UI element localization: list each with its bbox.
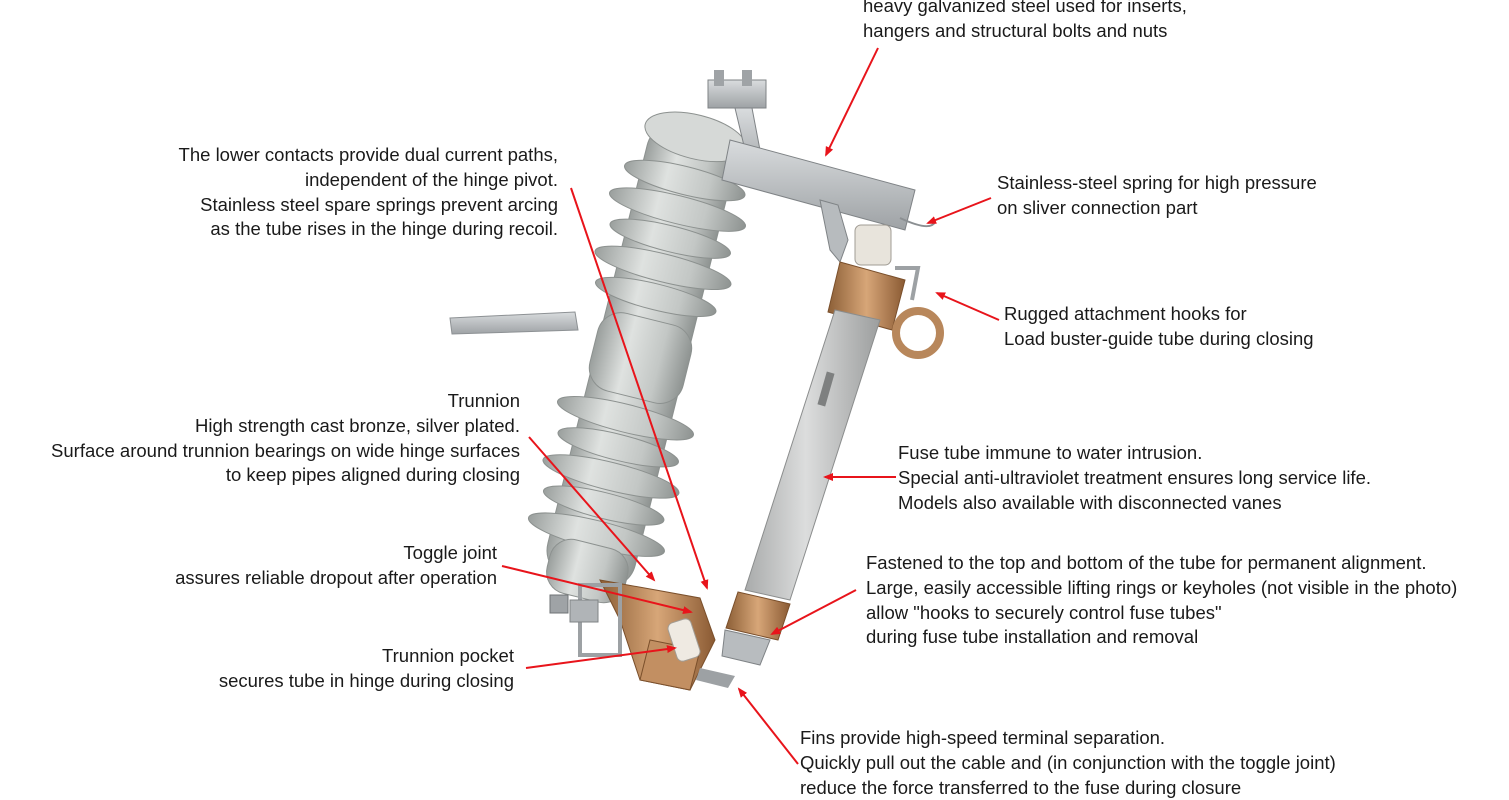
annotation-line: assures reliable dropout after operation bbox=[175, 566, 497, 588]
annotation-spring: Stainless-steel spring for high pressure… bbox=[997, 171, 1317, 221]
annotation-line: reduce the force transferred to the fuse… bbox=[800, 776, 1242, 798]
annotation-fuse-tube: Fuse tube immune to water intrusion. Spe… bbox=[898, 441, 1371, 515]
annotation-hooks: Rugged attachment hooks for Load buster-… bbox=[1004, 302, 1314, 352]
annotation-line: Models also available with disconnected … bbox=[898, 491, 1282, 513]
annotation-line: Fastened to the top and bottom of the tu… bbox=[866, 552, 1427, 573]
annotation-line: secures tube in hinge during closing bbox=[218, 669, 514, 691]
annotation-steel: heavy galvanized steel used for inserts,… bbox=[863, 0, 1187, 44]
annotation-line: Rugged attachment hooks for bbox=[1004, 303, 1247, 324]
annotation-line: as the tube rises in the hinge during re… bbox=[210, 218, 558, 240]
annotation-line: Fuse tube immune to water intrusion. bbox=[898, 442, 1203, 463]
annotation-line: Special anti-ultraviolet treatment ensur… bbox=[898, 466, 1372, 488]
annotation-line: to keep pipes aligned during closing bbox=[225, 464, 520, 486]
annotation-line: heavy galvanized steel used for inserts, bbox=[863, 0, 1187, 16]
annotation-pocket: Trunnion pocket secures tube in hinge du… bbox=[219, 644, 514, 694]
annotation-line: Trunnion bbox=[447, 390, 520, 411]
annotation-line: Large, easily accessible lifting rings o… bbox=[866, 576, 1458, 598]
annotation-line: High strength cast bronze, silver plated… bbox=[195, 414, 520, 436]
fuse-tube bbox=[744, 309, 881, 601]
annotation-line: Fins provide high-speed terminal separat… bbox=[800, 727, 1166, 748]
annotation-trunnion: Trunnion High strength cast bronze, silv… bbox=[51, 389, 520, 488]
annotation-line: Stainless-steel spring for high pressure bbox=[997, 172, 1317, 193]
annotation-line: during fuse tube installation and remova… bbox=[866, 626, 1199, 648]
annotation-line: Quickly pull out the cable and (in conju… bbox=[800, 751, 1336, 773]
annotation-line: on sliver connection part bbox=[997, 196, 1198, 218]
annotation-fastened: Fastened to the top and bottom of the tu… bbox=[866, 551, 1457, 650]
top-contact-assembly bbox=[707, 70, 936, 263]
annotation-line: Trunnion pocket bbox=[382, 645, 514, 666]
annotation-line: allow "hooks to securely control fuse tu… bbox=[866, 601, 1222, 623]
annotation-line: hangers and structural bolts and nuts bbox=[863, 19, 1168, 41]
annotation-line: independent of the hinge pivot. bbox=[304, 168, 558, 190]
annotation-line: Toggle joint bbox=[403, 542, 497, 563]
annotation-line: The lower contacts provide dual current … bbox=[178, 144, 558, 165]
annotation-line: Surface around trunnion bearings on wide… bbox=[51, 439, 520, 461]
mounting-bracket bbox=[449, 311, 579, 335]
annotation-line: Stainless steel spare springs prevent ar… bbox=[200, 193, 558, 215]
annotation-lower-contacts: The lower contacts provide dual current … bbox=[179, 143, 558, 242]
annotation-fins: Fins provide high-speed terminal separat… bbox=[800, 726, 1336, 800]
annotation-toggle: Toggle joint assures reliable dropout af… bbox=[175, 541, 497, 591]
annotation-line: Load buster-guide tube during closing bbox=[1004, 327, 1314, 349]
